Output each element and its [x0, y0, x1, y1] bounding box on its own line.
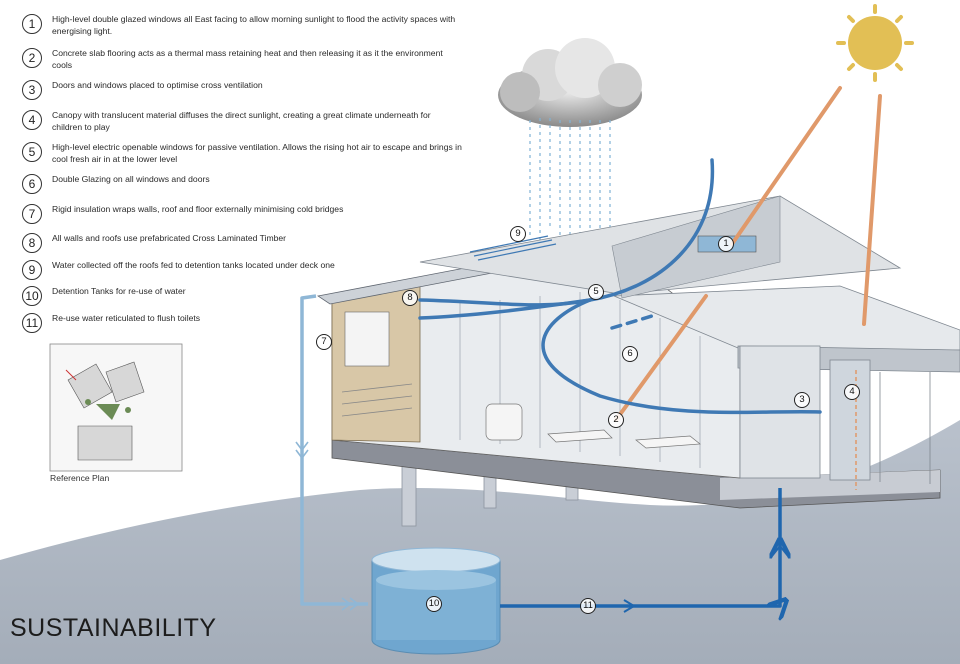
legend-item-5: 5 High-level electric openable windows f…	[22, 142, 462, 165]
legend-text: Canopy with translucent material diffuse…	[52, 110, 462, 133]
legend-number: 9	[22, 260, 42, 280]
legend-text: Doors and windows placed to optimise cro…	[52, 80, 462, 92]
legend-item-11: 11 Re-use water reticulated to flush toi…	[22, 313, 462, 333]
legend-text: Re-use water reticulated to flush toilet…	[52, 313, 462, 325]
marker-11: 11	[580, 598, 596, 614]
reference-plan-caption: Reference Plan	[50, 473, 109, 483]
marker-9: 9	[510, 226, 526, 242]
marker-5: 5	[588, 284, 604, 300]
legend-item-10: 10 Detention Tanks for re-use of water	[22, 286, 462, 306]
legend-text: All walls and roofs use prefabricated Cr…	[52, 233, 462, 245]
legend-number: 1	[22, 14, 42, 34]
marker-10: 10	[426, 596, 442, 612]
legend-text: Rigid insulation wraps walls, roof and f…	[52, 204, 462, 216]
legend-number: 6	[22, 174, 42, 194]
legend-text: High-level double glazed windows all Eas…	[52, 14, 462, 37]
marker-4: 4	[844, 384, 860, 400]
legend-text: Concrete slab flooring acts as a thermal…	[52, 48, 462, 71]
legend-number: 5	[22, 142, 42, 162]
legend-text: Double Glazing on all windows and doors	[52, 174, 462, 186]
rain-cloud-icon	[498, 38, 642, 252]
legend-item-1: 1 High-level double glazed windows all E…	[22, 14, 462, 37]
legend-number: 4	[22, 110, 42, 130]
legend-text: Water collected off the roofs fed to det…	[52, 260, 462, 272]
legend-item-4: 4 Canopy with translucent material diffu…	[22, 110, 462, 133]
reference-plan-image	[50, 344, 182, 471]
legend-number: 3	[22, 80, 42, 100]
marker-8: 8	[402, 290, 418, 306]
legend-item-6: 6 Double Glazing on all windows and door…	[22, 174, 462, 194]
legend-number: 8	[22, 233, 42, 253]
marker-1: 1	[718, 236, 734, 252]
sun-icon	[838, 6, 912, 80]
legend-number: 2	[22, 48, 42, 68]
legend-text: Detention Tanks for re-use of water	[52, 286, 462, 298]
legend-number: 11	[22, 313, 42, 333]
marker-2: 2	[608, 412, 624, 428]
legend-item-3: 3 Doors and windows placed to optimise c…	[22, 80, 462, 100]
legend-item-2: 2 Concrete slab flooring acts as a therm…	[22, 48, 462, 71]
marker-3: 3	[794, 392, 810, 408]
legend-item-8: 8 All walls and roofs use prefabricated …	[22, 233, 462, 253]
legend-number: 10	[22, 286, 42, 306]
page-title: SUSTAINABILITY	[10, 614, 217, 643]
legend-item-9: 9 Water collected off the roofs fed to d…	[22, 260, 462, 280]
legend-number: 7	[22, 204, 42, 224]
marker-6: 6	[622, 346, 638, 362]
legend-text: High-level electric openable windows for…	[52, 142, 462, 165]
legend-item-7: 7 Rigid insulation wraps walls, roof and…	[22, 204, 462, 224]
marker-7: 7	[316, 334, 332, 350]
